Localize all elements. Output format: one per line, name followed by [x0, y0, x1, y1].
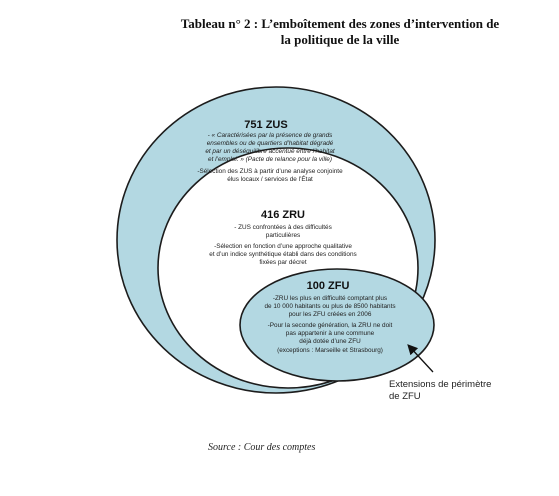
zfu-line-5: pas appartenir à une commune	[286, 330, 375, 337]
title-line-1: Tableau n° 2 : L’emboîtement des zones d…	[180, 16, 500, 31]
zfu-line-1: -ZRU les plus en difficulté comptant plu…	[273, 295, 387, 302]
zfu-ellipse	[239, 268, 435, 382]
annotation-line-1: Extensions de périmètre	[389, 379, 491, 390]
table-title: Tableau n° 2 : L’emboîtement des zones d…	[150, 16, 530, 48]
zfu-line-6: déjà dotée d’une ZFU	[299, 338, 361, 345]
zus-line-1: - « Caractérisées par la présence de gra…	[208, 132, 333, 139]
zru-line-2: particulières	[266, 232, 300, 239]
annotation-line-2: de ZFU	[389, 391, 421, 402]
extension-arrow	[407, 344, 434, 373]
zfu-line-2: de 10 000 habitants ou plus de 8500 habi…	[264, 303, 395, 310]
zfu-heading: 100 ZFU	[307, 280, 350, 292]
zfu-line-4: -Pour la seconde génération, la ZRU ne d…	[268, 322, 393, 329]
zru-line-3: -Sélection en fonction d’une approche qu…	[214, 243, 352, 250]
zru-line-4: et d’un indice synthétique établi dans d…	[209, 251, 356, 258]
zus-line-6: élus locaux / services de l’État	[227, 174, 313, 183]
zru-line-1: - ZUS confrontées à des difficultés	[234, 224, 332, 231]
zus-line-5: -Sélection des ZUS à partir d’une analys…	[197, 168, 343, 175]
zus-line-3: et par un déséquilibre accentué entre l’…	[205, 148, 335, 155]
source-note: Source : Cour des comptes	[208, 442, 316, 453]
zru-line-5: fixées par décret	[259, 259, 306, 266]
title-line-2: la politique de la ville	[280, 32, 400, 47]
zru-heading: 416 ZRU	[261, 209, 305, 221]
zfu-line-3: pour les ZFU créées en 2006	[289, 311, 372, 318]
zus-heading: 751 ZUS	[244, 119, 287, 131]
zus-line-4: et l’emploi. » (Pacte de relance pour la…	[208, 156, 332, 163]
zfu-line-7: (exceptions : Marseille et Strasbourg)	[277, 347, 383, 354]
zus-line-2: ensembles ou de quartiers d’habitat dégr…	[207, 140, 334, 147]
